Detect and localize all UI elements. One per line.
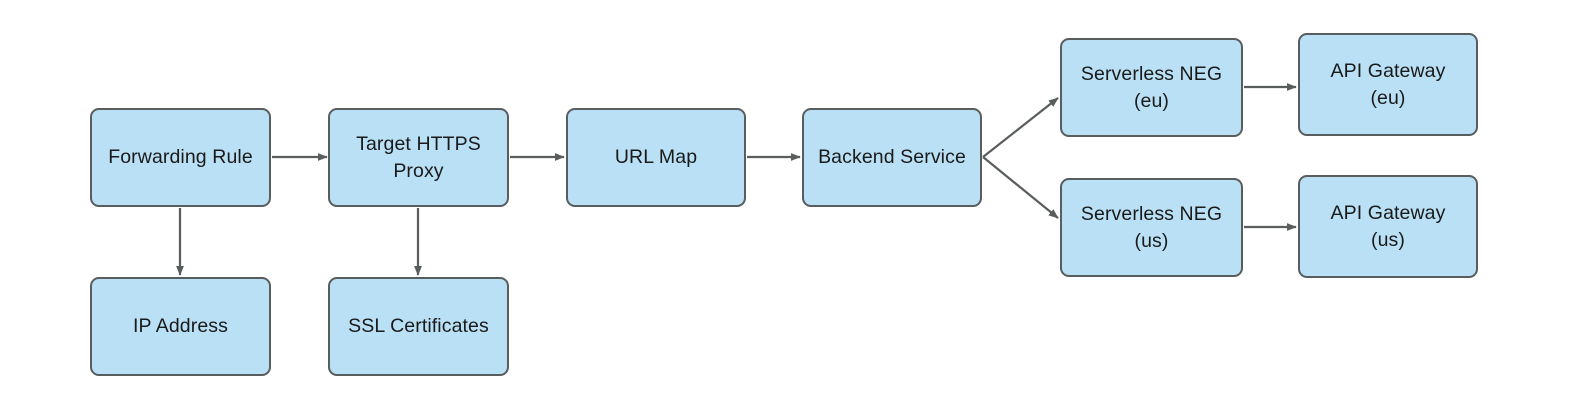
- node-backend-service[interactable]: Backend Service: [802, 108, 982, 207]
- node-label-serverless-neg-eu: Serverless NEG (eu): [1080, 62, 1223, 112]
- node-target-https-proxy[interactable]: Target HTTPS Proxy: [328, 108, 509, 207]
- node-ssl-certificates[interactable]: SSL Certificates: [328, 277, 509, 376]
- node-label-ssl-certificates: SSL Certificates: [348, 315, 489, 337]
- node-api-gateway-us[interactable]: API Gateway (us): [1298, 175, 1478, 278]
- node-serverless-neg-us[interactable]: Serverless NEG (us): [1060, 178, 1243, 277]
- node-label-url-map: URL Map: [614, 146, 698, 168]
- node-api-gateway-eu[interactable]: API Gateway (eu): [1298, 33, 1478, 136]
- node-label-api-gateway-eu: API Gateway (eu): [1330, 59, 1446, 109]
- edge-backend-service-to-serverless-neg-eu: [982, 97, 1059, 158]
- node-serverless-neg-eu[interactable]: Serverless NEG (eu): [1060, 38, 1243, 137]
- node-url-map[interactable]: URL Map: [566, 108, 746, 207]
- edge-backend-service-to-serverless-neg-us: [982, 156, 1059, 219]
- node-ip-address[interactable]: IP Address: [90, 277, 271, 376]
- node-label-backend-service: Backend Service: [818, 146, 966, 168]
- node-forwarding-rule[interactable]: Forwarding Rule: [90, 108, 271, 207]
- node-label-forwarding-rule: Forwarding Rule: [108, 146, 253, 168]
- node-label-serverless-neg-us: Serverless NEG (us): [1080, 202, 1223, 252]
- node-label-ip-address: IP Address: [133, 315, 228, 337]
- node-label-target-https-proxy: Target HTTPS Proxy: [356, 132, 481, 182]
- node-label-api-gateway-us: API Gateway (us): [1330, 201, 1446, 251]
